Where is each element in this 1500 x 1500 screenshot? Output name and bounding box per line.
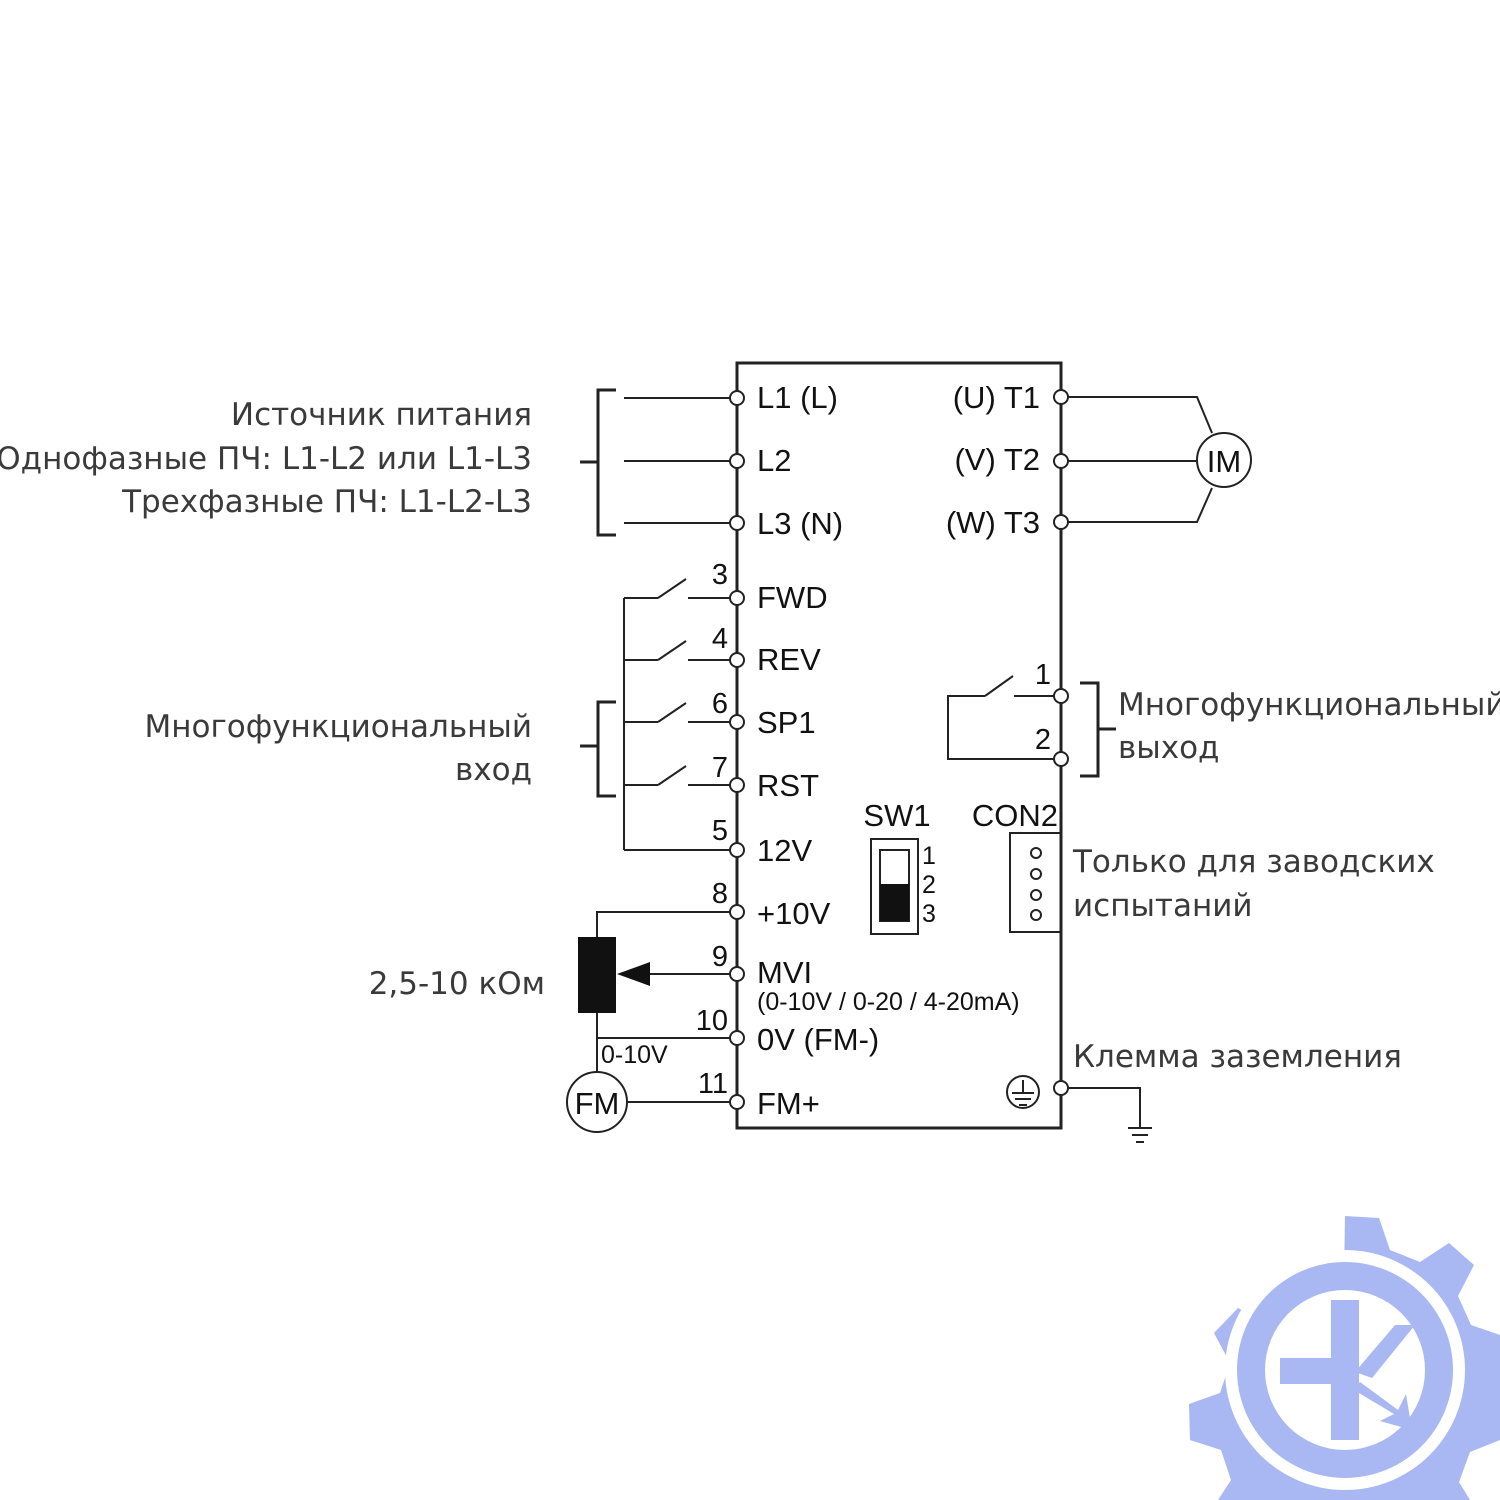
ground-terminal-label: Клемма заземления xyxy=(1073,1039,1402,1075)
con2-body xyxy=(1009,832,1062,933)
terminal-rst xyxy=(729,777,745,793)
terminal-label-rev: REV xyxy=(757,642,821,677)
multi-output-label-line2: выход xyxy=(1118,730,1220,766)
con2-pin-2 xyxy=(1030,868,1042,880)
terminal-0v xyxy=(729,1030,745,1046)
terminal-10v xyxy=(729,904,745,920)
terminal-rev xyxy=(729,652,745,668)
terminal-label-l3: L3 (N) xyxy=(757,506,843,541)
frequency-meter-label: FM xyxy=(575,1086,620,1121)
chassis-ground-icon xyxy=(1068,1087,1152,1143)
con2-pin-1 xyxy=(1030,847,1042,859)
terminal-l3 xyxy=(729,515,745,531)
terminal-label-10v: +10V xyxy=(757,896,831,931)
ground-icon xyxy=(1006,1075,1040,1109)
terminal-relay-1 xyxy=(1053,688,1069,704)
power-source-single-phase: Однофазные ПЧ: L1-L2 или L1-L3 xyxy=(0,441,532,477)
sw1-label: SW1 xyxy=(863,798,930,833)
terminal-num-relay-2: 2 xyxy=(1035,724,1051,756)
terminal-t1 xyxy=(1053,389,1069,405)
terminal-label-12v: 12V xyxy=(757,833,812,868)
terminal-t2 xyxy=(1053,453,1069,469)
con2-pin-3 xyxy=(1030,889,1042,901)
terminal-label-sp1: SP1 xyxy=(757,705,816,740)
meter-range-label: 0-10V xyxy=(601,1041,668,1069)
terminal-fwd xyxy=(729,590,745,606)
terminal-label-rst: RST xyxy=(757,768,819,803)
con2-pin-4 xyxy=(1030,909,1042,921)
terminal-num-10v: 8 xyxy=(712,878,728,910)
terminal-num-sp1: 6 xyxy=(712,688,728,720)
terminal-ground xyxy=(1053,1080,1069,1096)
terminal-label-mvi: MVI xyxy=(757,955,812,990)
terminal-label-t3: (W) T3 xyxy=(946,505,1040,540)
terminal-relay-2 xyxy=(1053,751,1069,767)
power-input-wires xyxy=(580,388,731,537)
terminal-num-12v: 5 xyxy=(712,815,728,847)
terminal-label-t1: (U) T1 xyxy=(953,380,1040,415)
relay-output-wiring xyxy=(947,675,1116,778)
multi-input-label-line2: вход xyxy=(455,752,532,788)
terminal-label-t2: (V) T2 xyxy=(954,442,1040,477)
terminal-label-l1: L1 (L) xyxy=(757,380,838,415)
terminal-num-mvi: 9 xyxy=(712,941,728,973)
multi-input-label-line1: Многофункциональный xyxy=(144,709,532,745)
potentiometer-symbol xyxy=(578,937,616,1013)
terminal-mvi-range: (0-10V / 0-20 / 4-20mA) xyxy=(757,988,1020,1016)
factory-test-label-line2: испытаний xyxy=(1073,888,1253,924)
motor-label: IM xyxy=(1207,444,1241,479)
potentiometer-value: 2,5-10 кОм xyxy=(369,966,545,1002)
terminal-l2 xyxy=(729,453,745,469)
sw1-position-1: 1 xyxy=(922,842,936,870)
con2-label: CON2 xyxy=(972,798,1058,833)
sw1-position-3: 3 xyxy=(922,900,936,928)
terminal-num-fwd: 3 xyxy=(712,559,728,591)
drive-enclosure xyxy=(735,361,1063,1130)
terminal-num-rev: 4 xyxy=(712,623,728,655)
frequency-meter-symbol xyxy=(566,1071,628,1133)
motor-wires xyxy=(1068,396,1213,523)
potentiometer-wiring xyxy=(596,911,731,1103)
power-source-three-phase: Трехфазные ПЧ: L1-L2-L3 xyxy=(121,484,532,520)
sw1-slider[interactable] xyxy=(880,884,909,921)
terminal-num-rst: 7 xyxy=(712,752,728,784)
factory-test-label-line1: Только для заводских xyxy=(1072,844,1435,880)
terminal-label-0v: 0V (FM-) xyxy=(757,1022,879,1057)
multi-output-label-line1: Многофункциональный xyxy=(1118,687,1500,723)
gear-logo-icon xyxy=(1189,1216,1500,1500)
input-switch-wiring xyxy=(580,578,731,851)
terminal-label-l2: L2 xyxy=(757,443,791,478)
terminal-mvi xyxy=(729,966,745,982)
terminal-fm-plus xyxy=(729,1094,745,1110)
sw1-body[interactable] xyxy=(870,838,919,935)
power-source-title: Источник питания xyxy=(231,397,532,433)
motor-symbol xyxy=(1196,432,1252,488)
terminal-label-fm-plus: FM+ xyxy=(757,1086,820,1121)
terminal-label-fwd: FWD xyxy=(757,580,828,615)
terminal-l1 xyxy=(729,390,745,406)
terminal-num-relay-1: 1 xyxy=(1035,659,1051,691)
sw1-position-2: 2 xyxy=(922,871,936,899)
terminal-12v xyxy=(729,842,745,858)
terminal-sp1 xyxy=(729,714,745,730)
terminal-t3 xyxy=(1053,514,1069,530)
terminal-num-0v: 10 xyxy=(696,1005,728,1037)
terminal-num-fm-plus: 11 xyxy=(698,1068,728,1100)
